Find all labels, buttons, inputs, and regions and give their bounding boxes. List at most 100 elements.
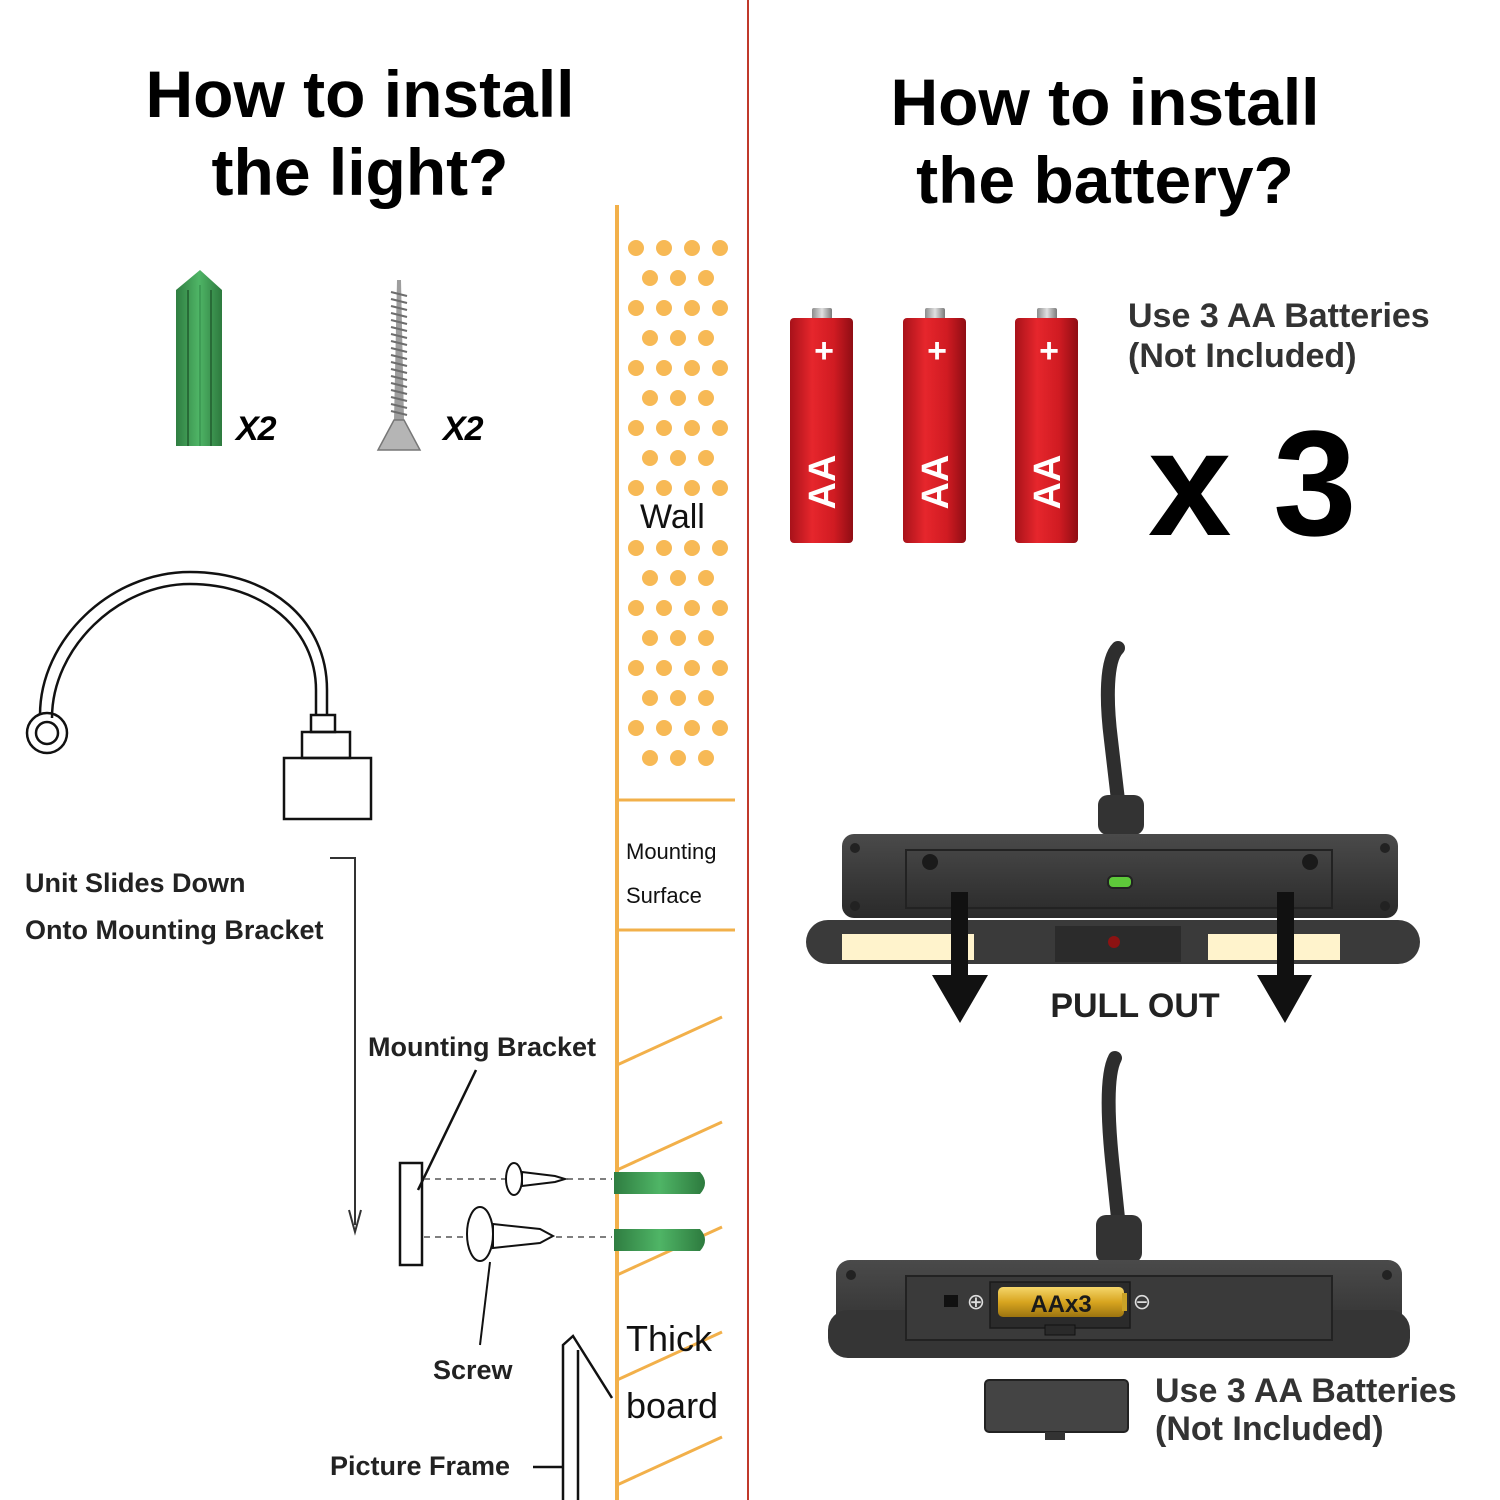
wall-dot xyxy=(698,390,714,406)
wall-dot xyxy=(656,480,672,496)
wall-dot xyxy=(628,660,644,676)
battery-plus-sign: + xyxy=(1039,332,1059,370)
wall-dots xyxy=(628,240,728,766)
wall-dot xyxy=(642,450,658,466)
mounting-bracket-label: Mounting Bracket xyxy=(368,1032,597,1062)
wall-dot xyxy=(712,480,728,496)
wall-dot xyxy=(684,360,700,376)
left-title: How to install the light? xyxy=(90,55,630,211)
wall-dot xyxy=(656,660,672,676)
wall-dot xyxy=(698,330,714,346)
wall-dot xyxy=(642,570,658,586)
wall-dot xyxy=(656,600,672,616)
wall-dot xyxy=(670,270,686,286)
wall-dot xyxy=(628,720,644,736)
wall-dot xyxy=(684,300,700,316)
slide-down-arrow xyxy=(330,857,362,1236)
wall-dot xyxy=(684,660,700,676)
unit-slides-label: Unit Slides Down Onto Mounting Bracket xyxy=(25,860,324,954)
battery-note-line1: Use 3 AA Batteries xyxy=(1128,297,1430,335)
right-title-line2: the battery? xyxy=(916,143,1294,217)
battery-note-line2: (Not Included) xyxy=(1128,337,1357,375)
wall-dot xyxy=(712,660,728,676)
wall-dot xyxy=(712,540,728,556)
pull-out-label: PULL OUT xyxy=(1050,987,1220,1025)
wall-dot xyxy=(670,390,686,406)
wall-dot xyxy=(628,420,644,436)
wall-anchor-icon xyxy=(176,270,222,446)
bottom-note-line1: Use 3 AA Batteries xyxy=(1155,1372,1457,1410)
compartment-battery-label: AAx3 xyxy=(1030,1291,1091,1318)
wall-dot xyxy=(698,450,714,466)
screw-quantity: X2 xyxy=(441,410,484,448)
wall-dot xyxy=(656,420,672,436)
mounting-surface-line2: Surface xyxy=(626,883,702,908)
wall-dot xyxy=(712,720,728,736)
wall-dot xyxy=(698,570,714,586)
wall-dot xyxy=(628,300,644,316)
wall-dot xyxy=(656,240,672,256)
left-title-line2: the light? xyxy=(211,135,509,209)
battery-aa-label: AA xyxy=(915,455,957,510)
battery-plus-sign: + xyxy=(814,332,834,370)
wall-label: Wall xyxy=(640,498,705,536)
wall-dot xyxy=(698,750,714,766)
wall-dot xyxy=(698,690,714,706)
wall-dot xyxy=(642,270,658,286)
wall-dot xyxy=(656,300,672,316)
aa-batteries-group: +AA+AA+AA xyxy=(790,308,1078,543)
aa-battery-icon: + AA xyxy=(1015,308,1078,543)
wall-dot xyxy=(628,240,644,256)
wall-dot xyxy=(712,300,728,316)
aa-battery-icon: + AA xyxy=(790,308,853,543)
wall-dot xyxy=(684,720,700,736)
picture-frame-diagram xyxy=(533,1334,614,1500)
wall-dot xyxy=(670,450,686,466)
aa-battery-icon: +AA xyxy=(903,308,966,543)
battery-aa-label: AA xyxy=(1027,455,1069,510)
mounting-surface-label: Mounting Surface xyxy=(626,830,717,918)
screw-icon xyxy=(376,280,422,451)
battery-note: Use 3 AA Batteries (Not Included) xyxy=(1128,296,1430,376)
light-fixture-top xyxy=(806,641,1420,1023)
thick-board-line1: Thick xyxy=(626,1318,713,1359)
battery-cover xyxy=(984,1379,1129,1440)
wall-dot xyxy=(698,270,714,286)
thick-board-label: Thick board xyxy=(626,1305,718,1439)
wall-dot xyxy=(628,600,644,616)
anchor-quantity: X2 xyxy=(234,410,277,448)
battery-aa-label: AA xyxy=(802,455,844,510)
light-outline-diagram xyxy=(25,570,373,821)
bottom-note-line2: (Not Included) xyxy=(1155,1410,1384,1448)
wall-dot xyxy=(642,330,658,346)
wall-dot xyxy=(684,480,700,496)
wall-dot xyxy=(642,690,658,706)
wall-dot xyxy=(712,600,728,616)
mounting-surface-line1: Mounting xyxy=(626,839,717,864)
wall-dot xyxy=(670,690,686,706)
screw-label: Screw xyxy=(433,1355,513,1385)
unit-slides-line1: Unit Slides Down xyxy=(25,868,246,898)
wall-dot xyxy=(642,750,658,766)
compartment-plus-icon: ⊕ xyxy=(967,1289,985,1314)
wall-dot xyxy=(670,630,686,646)
wall-dot xyxy=(670,330,686,346)
right-title: How to install the battery? xyxy=(835,63,1375,219)
wall-dot xyxy=(656,360,672,376)
wall-dot xyxy=(698,630,714,646)
wall-strip xyxy=(615,205,735,1500)
wall-dot xyxy=(712,360,728,376)
unit-slides-line2: Onto Mounting Bracket xyxy=(25,915,324,945)
wall-dot xyxy=(712,420,728,436)
wall-dot xyxy=(628,360,644,376)
wall-dot xyxy=(642,390,658,406)
wall-dot xyxy=(684,540,700,556)
wall-dot xyxy=(628,540,644,556)
thick-board-line2: board xyxy=(626,1385,719,1426)
wall-dot xyxy=(670,570,686,586)
right-title-line1: How to install xyxy=(890,65,1320,139)
bottom-battery-note: Use 3 AA Batteries (Not Included) xyxy=(1155,1372,1457,1448)
wall-dot xyxy=(684,240,700,256)
wall-dot xyxy=(684,600,700,616)
mounting-bracket-diagram xyxy=(398,1069,705,1346)
